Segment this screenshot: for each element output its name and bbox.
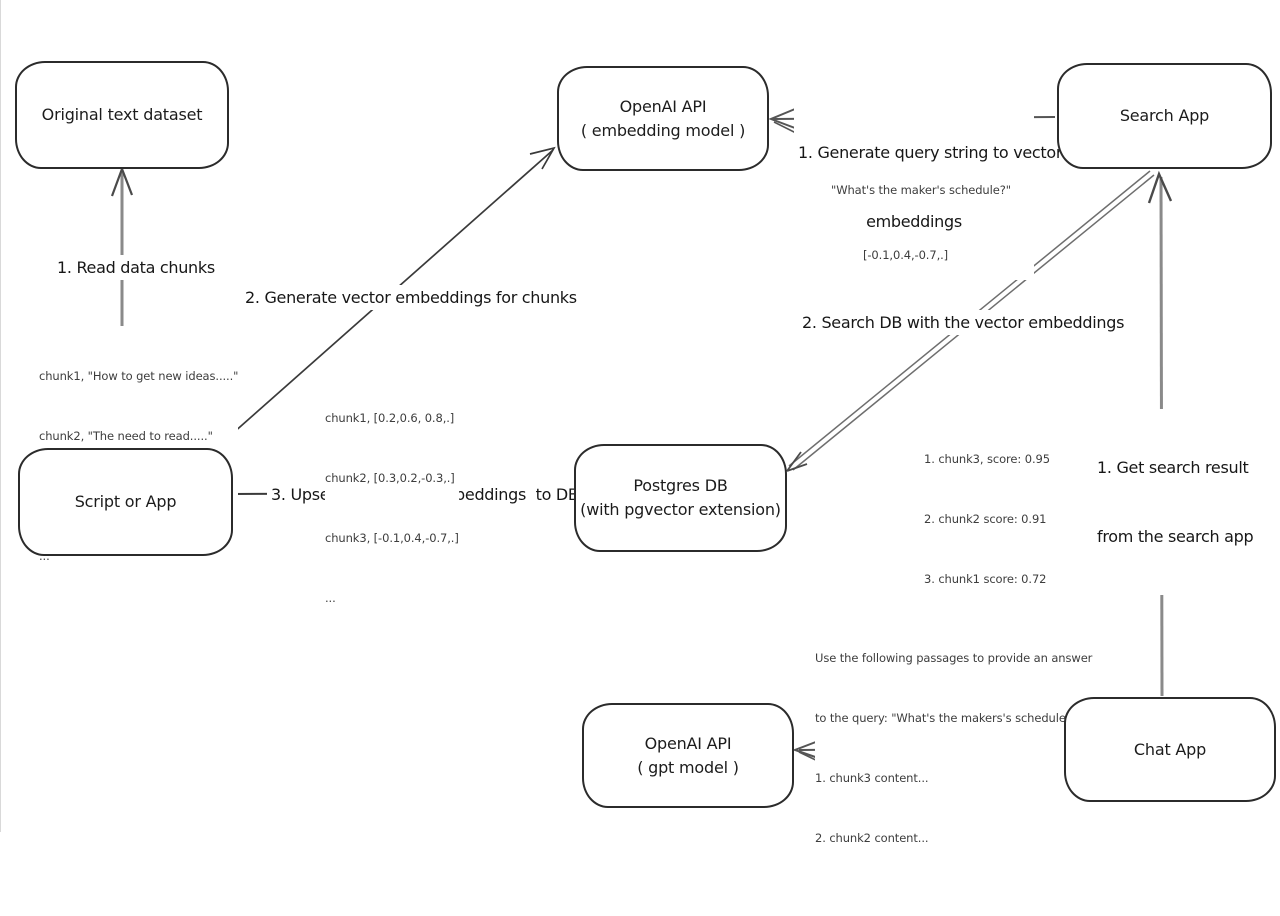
- annotation-line: 3. chunk1 score: 0.72: [924, 572, 1047, 586]
- edge-label-search-db: 2. Search DB with the vector embeddings: [798, 310, 1129, 335]
- annotation-line: 1. chunk3, score: 0.95: [924, 452, 1050, 466]
- node-chat-app: Chat App: [1064, 697, 1276, 802]
- annotation-line: chunk2, "The need to read.....": [39, 429, 213, 443]
- node-label: Chat App: [1133, 739, 1207, 759]
- node-postgres-db: Postgres DB (with pgvector extension): [574, 444, 787, 552]
- annotation-line: 2. chunk2 score: 0.91: [924, 512, 1047, 526]
- node-openai-gpt: OpenAI API ( gpt model ): [582, 703, 794, 808]
- annotation-vectors-list: chunk1, [0.2,0.6, 0.8,.] chunk2, [0.3,0.…: [325, 368, 459, 648]
- node-label-line2: ( embedding model ): [580, 120, 746, 140]
- annotation-prompt-text: Use the following passages to provide an…: [815, 608, 1092, 888]
- node-label: Original text dataset: [41, 105, 203, 124]
- edge-label-line1: 1. Generate query string to vector: [798, 143, 1063, 162]
- annotation-query-vector: [-0.1,0.4,-0.7,.]: [863, 245, 948, 265]
- node-search-app: Search App: [1057, 63, 1272, 169]
- edge-label-generate-embeddings: 2. Generate vector embeddings for chunks: [241, 285, 581, 310]
- annotation-query-string: "What's the maker's schedule?": [831, 180, 1011, 200]
- annotation-line: chunk1, [0.2,0.6, 0.8,.]: [325, 411, 455, 425]
- annotation-line: 1. chunk3 content...: [815, 771, 929, 785]
- annotation-line: chunk1, "How to get new ideas.....": [39, 369, 239, 383]
- node-label: Search App: [1119, 106, 1210, 125]
- node-label-line1: Postgres DB: [633, 476, 728, 495]
- annotation-line: Use the following passages to provide an…: [815, 651, 1093, 665]
- node-label: Script or App: [74, 492, 177, 511]
- node-label-line1: OpenAI API: [619, 96, 707, 116]
- node-label-line2: (with pgvector extension): [580, 500, 781, 519]
- edge-label-line2: embeddings: [866, 212, 962, 231]
- annotation-line: 2. chunk2 content...: [815, 831, 929, 845]
- node-openai-embedding: OpenAI API ( embedding model ): [557, 66, 769, 171]
- annotation-line: chunk2, [0.3,0.2,-0.3,.]: [325, 471, 455, 485]
- edge-label-read-chunks: 1. Read data chunks: [53, 255, 219, 280]
- diagram-canvas: Original text dataset OpenAI API ( embed…: [0, 0, 1276, 867]
- annotation-line: chunk3, [-0.1,0.4,-0.7,.]: [325, 531, 459, 545]
- edge-label-line1: 1. Get search result: [1097, 458, 1249, 477]
- edge-label-get-result: 1. Get search result from the search app: [1093, 409, 1254, 595]
- node-original-text-dataset: Original text dataset: [15, 61, 229, 169]
- annotation-line: ...: [325, 591, 336, 605]
- node-script-or-app: Script or App: [18, 448, 233, 556]
- annotation-line: to the query: "What's the makers's sched…: [815, 711, 1077, 725]
- node-label-line2: ( gpt model ): [637, 757, 739, 777]
- node-label-line1: OpenAI API: [644, 733, 732, 753]
- annotation-line: ...: [39, 549, 50, 563]
- edge-label-line2: from the search app: [1097, 527, 1254, 546]
